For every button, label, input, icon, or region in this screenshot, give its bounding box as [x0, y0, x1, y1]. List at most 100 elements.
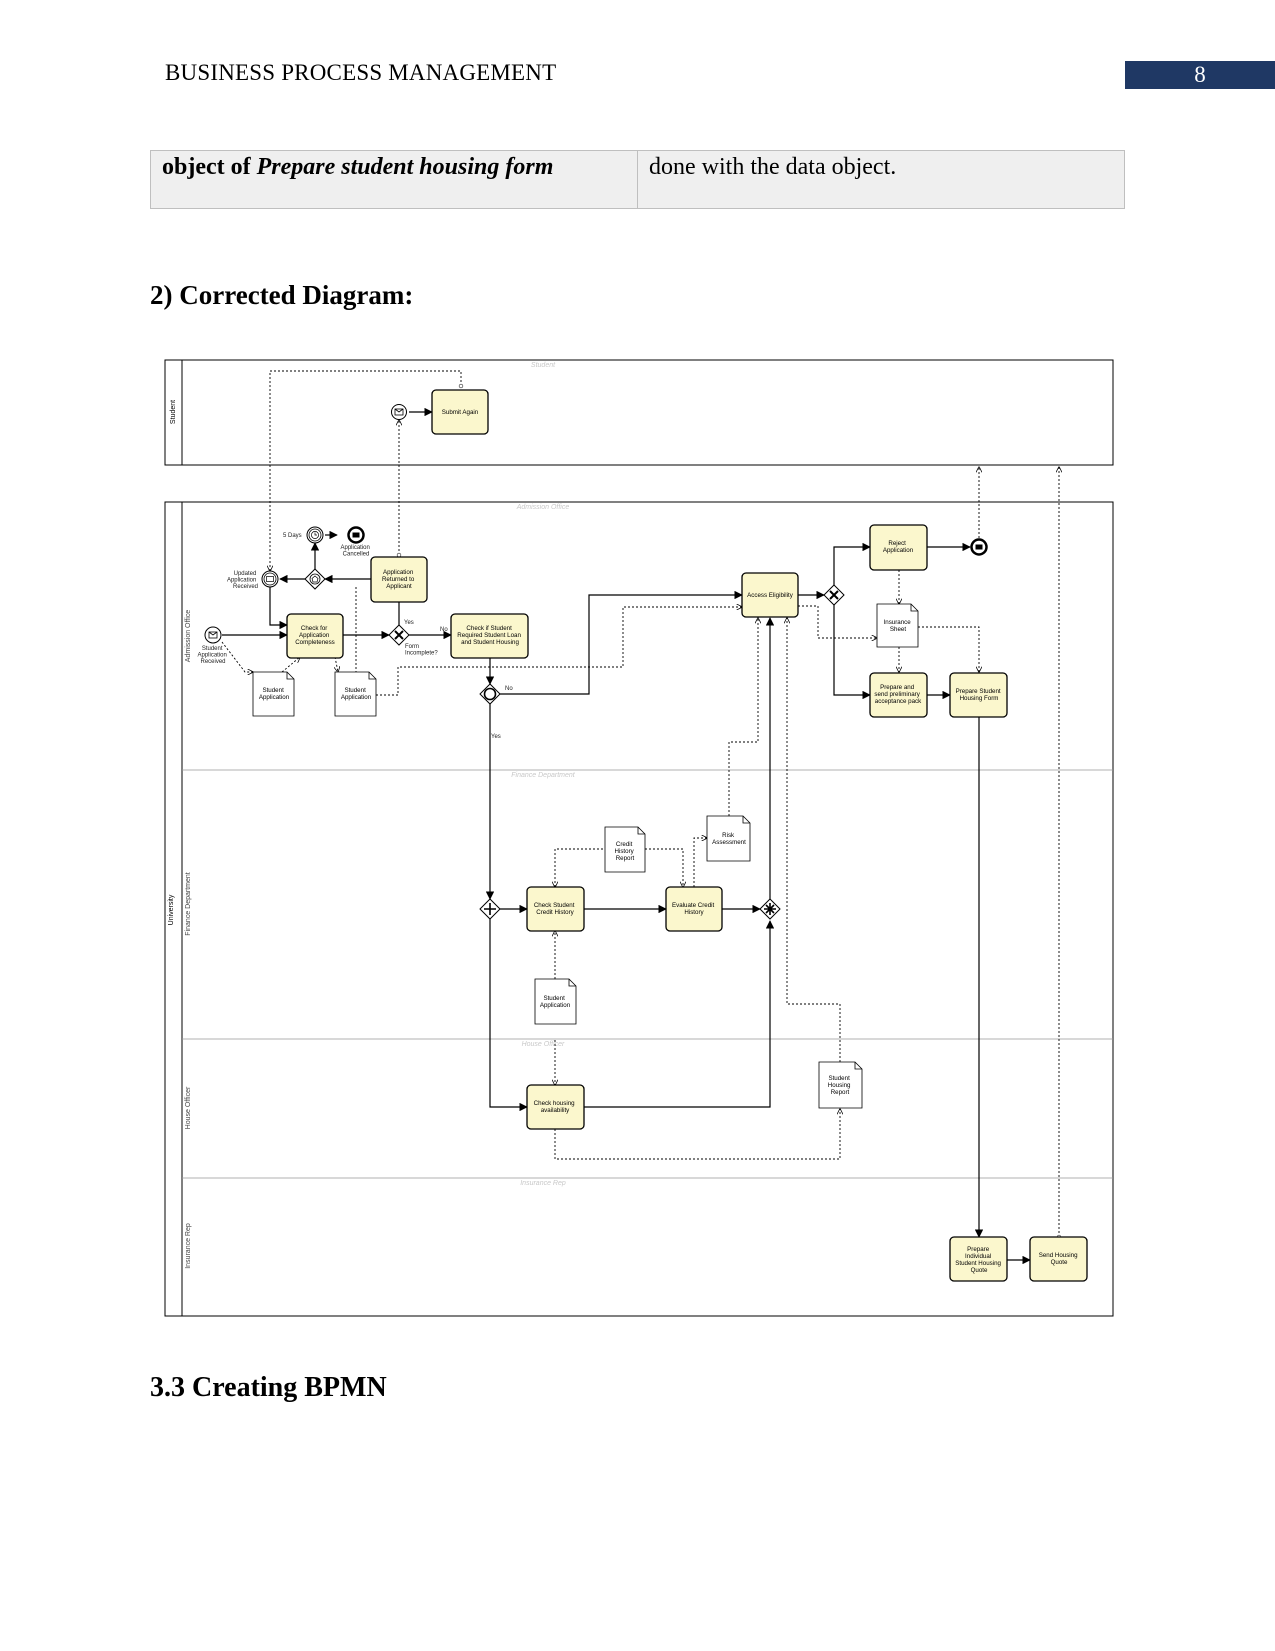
label-updated-application-line: Application [227, 578, 256, 584]
task-reject-application[interactable]: Reject Application [869, 524, 928, 571]
task-check-housing[interactable]: Check housing availability [526, 1084, 585, 1130]
task-evaluate-credit-history-label: Evaluate Credit History [672, 902, 716, 916]
lane-label-insurance: Insurance Rep [185, 1223, 192, 1269]
admission-lane-watermark: Admission Office [516, 504, 570, 511]
event-based-gateway [304, 568, 326, 590]
task-prepare-individual-quote-label: Prepare Individual Student Housing Quote [955, 1246, 1003, 1274]
message-flows [270, 370, 1059, 1237]
task-check-credit-history[interactable]: Check Student Credit History [526, 886, 585, 932]
data-object-housing-report-line: Student [828, 1075, 850, 1082]
task-application-returned[interactable]: Application Returned to Applicant [370, 556, 428, 603]
label-yes-returned: Yes [404, 620, 414, 626]
task-submit-again[interactable]: Submit Again [431, 389, 489, 435]
data-objects: Student Application Student Application … [252, 603, 919, 1109]
label-form-incomplete: Form Incomplete? [405, 644, 438, 657]
task-prepare-preliminary-line: acceptance pack [875, 698, 922, 705]
exclusive-gateway-form [388, 624, 410, 646]
label-form-incomplete-line: Form [405, 644, 419, 650]
task-check-completeness-line: Completeness [295, 639, 335, 646]
label-student-application-received: Student Application Received [197, 646, 228, 665]
task-prepare-preliminary[interactable]: Prepare and send preliminary acceptance … [869, 672, 928, 718]
sequence-flows [222, 407, 1031, 1265]
insurance-lane-watermark: Insurance Rep [520, 1180, 566, 1187]
university-pool-label: University [168, 894, 175, 925]
section-heading-diagram: 2) Corrected Diagram: [150, 280, 414, 310]
task-prepare-individual-quote-line: Individual [965, 1253, 991, 1260]
task-application-returned-line: Returned to [382, 576, 415, 583]
finance-lane-watermark: Finance Department [511, 772, 575, 779]
data-object-insurance-sheet-label: Insurance Sheet [884, 619, 913, 633]
data-object-risk-assessment-line: Risk [722, 832, 735, 839]
task-evaluate-credit-history-line: Evaluate Credit [672, 902, 715, 909]
exclusive-gateway-eligibility [823, 584, 845, 606]
data-object-housing-report-label: Student Housing Report [828, 1075, 852, 1096]
task-check-student-loan-label: Check if Student Required Student Loan a… [457, 625, 522, 646]
label-student-application-received-line: Received [200, 659, 225, 665]
label-updated-application: Updated Application Received [227, 571, 258, 590]
task-access-eligibility[interactable]: Access Eligibility [741, 572, 799, 618]
task-application-returned-line: Applicant [386, 583, 412, 590]
task-reject-application-label: Reject Application [883, 540, 914, 554]
section-heading-creating-bpmn: 3.3 Creating BPMN [150, 1372, 387, 1403]
data-object-student-application-3-label: Student Application [540, 995, 571, 1009]
data-object-student-application-2-line: Application [341, 694, 372, 701]
task-check-housing-line: availability [541, 1107, 570, 1114]
student-pool-label: Student [170, 400, 177, 424]
task-send-housing-quote[interactable]: Send Housing Quote [1029, 1236, 1088, 1282]
table-cell-left-prefix: object of [162, 154, 257, 180]
data-object-risk-assessment: Risk Assessment [706, 815, 751, 862]
timer-event-icon [306, 526, 324, 544]
task-evaluate-credit-history[interactable]: Evaluate Credit History [665, 886, 723, 932]
data-object-credit-history-report-label: Credit History Report [615, 841, 636, 862]
task-check-completeness-line: Check for [301, 625, 327, 632]
university-pool: University Admission Office Finance Depa… [164, 501, 1114, 1317]
data-object-student-application-3-line: Application [540, 1002, 571, 1009]
task-prepare-individual-quote[interactable]: Prepare Individual Student Housing Quote [949, 1236, 1008, 1282]
table-cell-left-emphasis: Prepare student housing form [256, 154, 554, 180]
label-form-incomplete-line: Incomplete? [405, 651, 438, 657]
tasks: Submit Again Application Returned to App… [286, 389, 1088, 1282]
data-object-credit-history-report-line: History [615, 848, 635, 855]
task-submit-again-label: Submit Again [442, 409, 479, 416]
task-prepare-preliminary-line: send preliminary [874, 691, 920, 698]
data-object-insurance-sheet-line: Insurance [884, 619, 912, 626]
task-prepare-preliminary-line: Prepare and [880, 684, 915, 691]
data-object-student-application-2-label: Student Application [341, 687, 372, 701]
page-number: 8 [1125, 61, 1275, 89]
task-check-student-loan[interactable]: Check if Student Required Student Loan a… [450, 613, 529, 659]
events [204, 404, 988, 644]
data-object-credit-history-report: Credit History Report [604, 826, 646, 873]
data-associations [221, 570, 979, 1160]
student-pool: Student Student [164, 359, 1114, 466]
data-object-student-application-3: Student Application [534, 978, 577, 1025]
label-updated-application-line: Received [233, 584, 258, 590]
data-object-student-application-2-line: Student [344, 687, 366, 694]
task-check-student-loan-line: and Student Housing [461, 639, 519, 646]
task-prepare-housing-form[interactable]: Prepare Student Housing Form [949, 672, 1008, 718]
task-prepare-preliminary-label: Prepare and send preliminary acceptance … [874, 684, 922, 705]
gateways [304, 568, 845, 920]
diagram-labels: 5 Days Application Cancelled Updated App… [197, 533, 513, 740]
task-check-credit-history-line: Credit History [536, 909, 574, 916]
criteria-table-row: object of Prepare student housing form d… [150, 150, 1125, 209]
task-send-housing-quote-line: Quote [1051, 1259, 1068, 1266]
complex-gateway [759, 898, 781, 920]
task-check-completeness[interactable]: Check for Application Completeness [286, 613, 344, 659]
message-intermediate-event-updated [261, 570, 279, 588]
parallel-gateway [479, 898, 501, 920]
label-no-loan: No [505, 686, 513, 692]
task-prepare-individual-quote-line: Quote [971, 1267, 988, 1274]
data-object-student-application-1-line: Student [262, 687, 284, 694]
label-application-cancelled: Application Cancelled [340, 545, 371, 558]
task-check-completeness-label: Check for Application Completeness [295, 625, 335, 646]
message-start-event-application [204, 626, 222, 644]
task-send-housing-quote-line: Send Housing [1039, 1252, 1078, 1259]
data-object-student-application-2: Student Application [334, 671, 377, 717]
task-prepare-housing-form-line: Prepare Student [956, 688, 1001, 695]
task-access-eligibility-label: Access Eligibility [747, 592, 794, 599]
data-object-insurance-sheet: Insurance Sheet [876, 603, 919, 648]
lane-label-house: House Officer [185, 1086, 192, 1129]
task-prepare-individual-quote-line: Student Housing [955, 1260, 1001, 1267]
task-reject-application-line: Reject [888, 540, 906, 547]
